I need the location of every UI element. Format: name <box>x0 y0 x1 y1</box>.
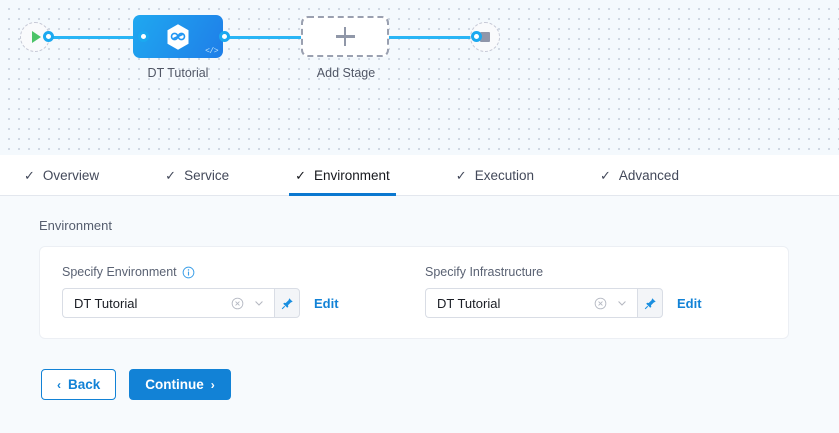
tab-overview[interactable]: ✓ Overview <box>18 155 105 195</box>
edge-start-to-stage <box>44 36 144 39</box>
tab-label: Service <box>184 167 230 183</box>
stage-label-dt-tutorial: DT Tutorial <box>147 66 209 80</box>
add-stage-label: Add Stage <box>316 66 376 80</box>
port-start-out[interactable] <box>43 31 54 42</box>
clear-circle-icon[interactable] <box>594 297 607 310</box>
tab-label: Environment <box>314 167 390 183</box>
check-icon: ✓ <box>600 167 611 183</box>
wizard-footer: ‹ Back Continue › <box>0 339 839 400</box>
check-icon: ✓ <box>455 167 467 183</box>
environment-pin-button[interactable] <box>274 288 300 318</box>
pipeline-canvas[interactable]: </> DT Tutorial Add Stage <box>0 0 839 155</box>
port-end-in[interactable] <box>471 31 482 42</box>
stop-icon <box>480 32 490 42</box>
check-icon: ✓ <box>24 167 35 183</box>
pin-icon <box>281 297 293 309</box>
field-label-text: Specify Environment <box>62 265 177 279</box>
stage-config-tabs: ✓ Overview ✓ Service ✓ Environment ✓ Exe… <box>0 155 839 196</box>
specify-environment-group: Specify Environment DT Tutorial <box>62 265 425 318</box>
plus-icon <box>335 27 355 46</box>
tab-execution[interactable]: ✓ Execution <box>450 155 540 195</box>
chevron-down-icon[interactable] <box>616 297 628 309</box>
pin-icon <box>644 297 656 309</box>
port-stage-out[interactable] <box>219 31 230 42</box>
edge-stage-to-add <box>224 36 306 39</box>
continue-button-label: Continue <box>145 377 204 392</box>
check-icon: ✓ <box>295 167 306 183</box>
environment-edit-link[interactable]: Edit <box>314 295 339 311</box>
play-icon <box>32 31 41 43</box>
field-label-text: Specify Infrastructure <box>425 265 544 279</box>
specify-environment-row: DT Tutorial <box>62 288 425 318</box>
back-button[interactable]: ‹ Back <box>41 369 117 400</box>
clear-circle-icon[interactable] <box>231 297 244 310</box>
specify-environment-label: Specify Environment <box>62 265 425 279</box>
tab-label: Execution <box>474 167 534 183</box>
infrastructure-selected-value: DT Tutorial <box>437 295 501 311</box>
chevron-left-icon: ‹ <box>57 377 61 392</box>
environment-panel: Environment Specify Environment DT Tutor… <box>0 196 839 339</box>
infrastructure-pin-button[interactable] <box>637 288 663 318</box>
environment-select[interactable]: DT Tutorial <box>62 288 274 318</box>
environment-form-card: Specify Environment DT Tutorial <box>39 246 789 339</box>
info-icon[interactable] <box>182 266 195 279</box>
tab-label: Advanced <box>618 167 679 183</box>
chevron-down-icon[interactable] <box>253 297 265 309</box>
tab-advanced[interactable]: ✓ Advanced <box>594 155 685 195</box>
specify-infrastructure-label: Specify Infrastructure <box>425 265 765 279</box>
tab-label: Overview <box>42 167 100 183</box>
tab-environment[interactable]: ✓ Environment <box>289 155 396 196</box>
tab-service[interactable]: ✓ Service <box>159 155 235 195</box>
port-stage-in[interactable] <box>138 31 149 42</box>
continue-button[interactable]: Continue › <box>129 369 231 400</box>
edge-add-to-end <box>386 36 478 39</box>
environment-select-group: DT Tutorial <box>62 288 300 318</box>
section-title: Environment <box>39 218 112 233</box>
specify-infrastructure-row: DT Tutorial <box>425 288 765 318</box>
chevron-right-icon: › <box>210 377 215 392</box>
harness-hexagon-icon <box>167 23 189 50</box>
specify-infrastructure-group: Specify Infrastructure DT Tutorial <box>425 265 765 318</box>
code-icon: </> <box>205 47 218 56</box>
back-button-label: Back <box>68 377 101 392</box>
environment-selected-value: DT Tutorial <box>74 295 138 311</box>
infrastructure-select-group: DT Tutorial <box>425 288 663 318</box>
add-stage-button[interactable] <box>301 16 389 57</box>
infrastructure-select[interactable]: DT Tutorial <box>425 288 637 318</box>
infrastructure-edit-link[interactable]: Edit <box>677 295 702 311</box>
check-icon: ✓ <box>165 167 177 183</box>
